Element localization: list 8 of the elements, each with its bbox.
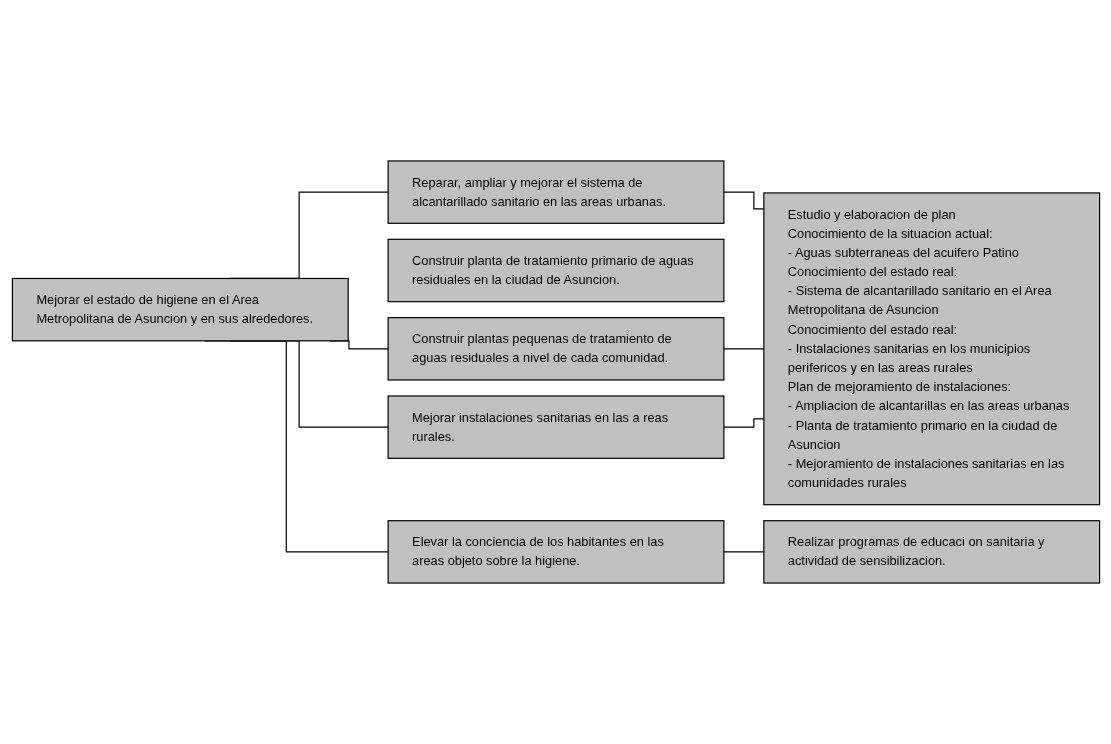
node-box: Construir plantas pequenas de tratamiento de aguas residuales a nivel de cada comunidad. [387, 317, 724, 381]
node-box: Mejorar el estado de higiene en el Area Metropolitana de Asuncion y en sus alrededores. [11, 277, 349, 342]
node-box: Mejorar instalaciones sanitarias en las a reas rurales. [387, 395, 724, 459]
node-box: Construir planta de tratamiento primario de aguas residuales en la ciudad de Asuncion. [387, 238, 724, 303]
node-box: Reparar, ampliar y mejorar el sistema de alcantarillado sanitario en las areas urbanas. [387, 160, 724, 224]
node-box: Realizar programas de educaci on sanitaria y actividad de sensibilizacion. [762, 520, 1100, 584]
node-box: Elevar la conciencia de los habitantes en las areas objeto sobre la higiene. [387, 520, 724, 584]
node-box: Estudio y elaboracion de plan Conocimiento de la situacion actual: - Aguas subterraneas del acuifero Patino Conocimiento del estado real: - Sistema de alcantarillado sanitario en el Area Metropolitana de Asuncion Conocimiento del estado real: - Instalaciones sanitarias en los municipios perifericos y en las areas rurales Plan de mejoramiento de instalaciones: - Ampliacion de alcantarillas en las areas urbanas - Planta de tratamiento primario en la ciudad de Asuncion - Mejoramiento de instalaciones sanitarias en las comunidades rurales [762, 192, 1100, 506]
